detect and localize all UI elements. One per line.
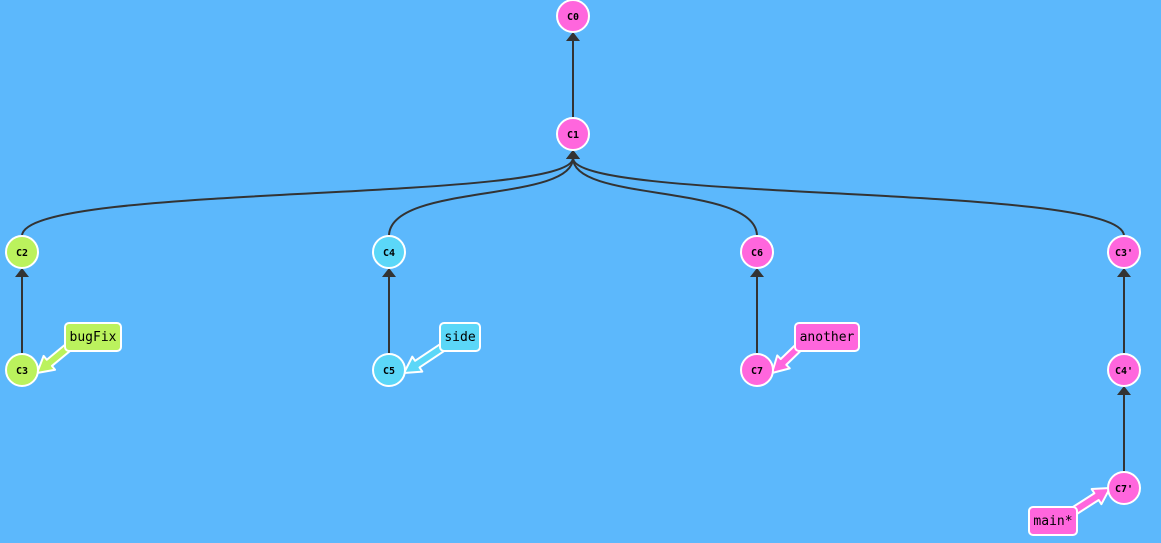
branch-label-main[interactable]: main* [1028, 506, 1078, 536]
branch-name: main* [1033, 514, 1072, 529]
commit-node-C4[interactable]: C4 [372, 235, 406, 269]
branch-label-box [64, 322, 122, 352]
branch-label-another[interactable]: another [794, 322, 860, 352]
commit-label: C7' [1115, 484, 1133, 495]
commit-circle [1107, 235, 1141, 269]
commit-node-C7p[interactable]: C7' [1107, 471, 1141, 505]
commit-label: C3 [16, 366, 28, 377]
edge-C2-C1 [21, 157, 574, 237]
edge-C6-C1 [572, 157, 758, 237]
branch-label-side[interactable]: side [439, 322, 481, 352]
edge-C4-C1 [388, 157, 574, 237]
commit-label: C6 [751, 248, 763, 259]
commit-label: C4' [1115, 366, 1133, 377]
commit-circle [740, 235, 774, 269]
edge-arrowhead-C7-C6 [750, 268, 764, 277]
branch-name: bugFix [70, 330, 117, 345]
commit-circle [1107, 471, 1141, 505]
edge-arrowhead-C1-C0 [566, 32, 580, 41]
edge-arrowhead-C3p-C1 [566, 150, 580, 159]
commit-node-C3p[interactable]: C3' [1107, 235, 1141, 269]
commit-label: C5 [383, 366, 395, 377]
branch-label-box [1028, 506, 1078, 536]
commit-circle [5, 353, 39, 387]
commit-label: C3' [1115, 248, 1133, 259]
commit-circle [1107, 353, 1141, 387]
branch-name: another [800, 330, 855, 345]
commit-node-C7[interactable]: C7 [740, 353, 774, 387]
commit-label: C2 [16, 248, 28, 259]
commit-circle [556, 117, 590, 151]
branch-label-box [794, 322, 860, 352]
edge-C3p-C1 [572, 157, 1125, 237]
edge-arrowhead-C3-C2 [15, 268, 29, 277]
commit-node-C2[interactable]: C2 [5, 235, 39, 269]
commit-node-C1[interactable]: C1 [556, 117, 590, 151]
commit-circle [556, 0, 590, 33]
branch-label-box [439, 322, 481, 352]
branch-arrows-layer [36, 340, 1111, 518]
commit-node-C5[interactable]: C5 [372, 353, 406, 387]
edges-layer [15, 32, 1131, 472]
edge-arrowhead-C7p-C4p [1117, 386, 1131, 395]
branch-labels-layer: bugFix side another main* [64, 322, 1078, 536]
commit-node-C3[interactable]: C3 [5, 353, 39, 387]
commit-node-C0[interactable]: C0 [556, 0, 590, 33]
edge-arrowhead-C5-C4 [382, 268, 396, 277]
commit-circle [372, 235, 406, 269]
edge-arrowhead-C4p-C3p [1117, 268, 1131, 277]
commit-circle [372, 353, 406, 387]
commit-label: C7 [751, 366, 763, 377]
commit-label: C4 [383, 248, 395, 259]
commit-circle [5, 235, 39, 269]
commit-label: C0 [567, 12, 579, 23]
commit-node-C6[interactable]: C6 [740, 235, 774, 269]
commit-label: C1 [567, 130, 579, 141]
commit-circle [740, 353, 774, 387]
branch-name: side [444, 330, 475, 345]
commit-node-C4p[interactable]: C4' [1107, 353, 1141, 387]
branch-label-bugFix[interactable]: bugFix [64, 322, 122, 352]
